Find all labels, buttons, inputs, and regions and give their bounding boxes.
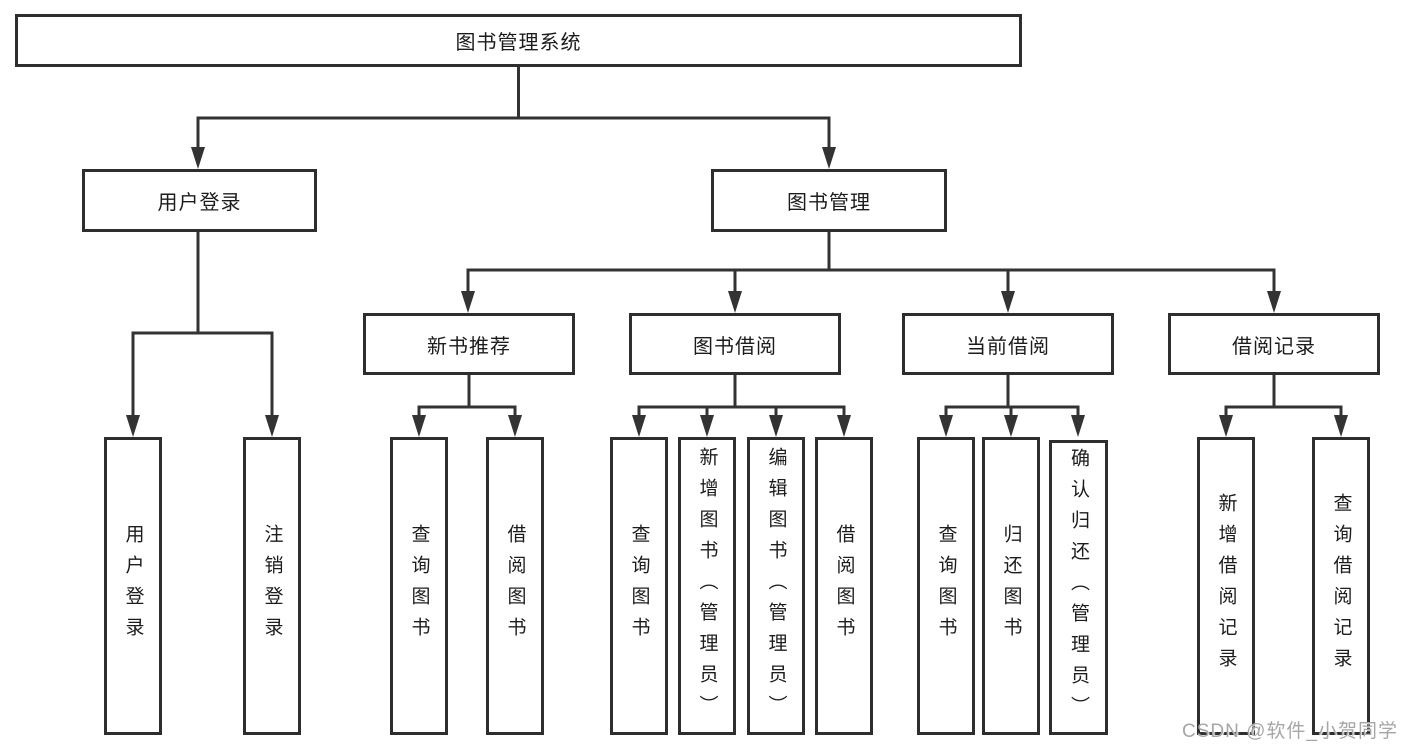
arrow-down-icon xyxy=(728,291,742,313)
node-label: 用户登录 xyxy=(157,192,242,214)
arrow-down-icon xyxy=(1001,291,1015,313)
node-label: 查询图书 xyxy=(628,524,650,648)
node-label: 新书推荐 xyxy=(427,335,511,358)
arrow-down-icon xyxy=(632,415,646,437)
node-label: 查询图书 xyxy=(408,524,430,648)
node-current-confirm-return-admin: 确认归还（管理员） xyxy=(1049,440,1108,735)
node-borrowing-borrow-books: 借阅图书 xyxy=(815,437,873,735)
node-label: 查询图书 xyxy=(935,524,957,648)
arrow-down-icon xyxy=(769,415,783,437)
node-label: 确认归还（管理员） xyxy=(1068,448,1089,727)
node-label: 图书借阅 xyxy=(693,335,777,358)
arrow-down-icon xyxy=(822,147,836,169)
node-library-management-system: 图书管理系统 xyxy=(15,14,1022,67)
node-label: 借阅图书 xyxy=(833,524,855,648)
arrow-down-icon xyxy=(412,415,426,437)
node-label: 新增借阅记录 xyxy=(1215,493,1237,679)
arrow-down-icon xyxy=(1267,291,1281,313)
arrow-down-icon xyxy=(837,415,851,437)
node-current-borrowing: 当前借阅 xyxy=(902,313,1114,375)
arrow-down-icon xyxy=(939,415,953,437)
node-label: 图书管理 xyxy=(787,192,871,214)
arrow-down-icon xyxy=(1219,415,1233,437)
arrow-down-icon xyxy=(461,291,475,313)
node-borrowing-query-books: 查询图书 xyxy=(610,437,668,735)
arrow-down-icon xyxy=(1004,415,1018,437)
node-label: 借阅图书 xyxy=(504,524,526,648)
arrow-down-icon xyxy=(1071,415,1085,437)
node-new-book-recommendation: 新书推荐 xyxy=(363,313,575,375)
node-label: 查询借阅记录 xyxy=(1330,493,1352,679)
node-book-management-branch: 图书管理 xyxy=(711,169,947,232)
node-label: 编辑图书（管理员） xyxy=(765,446,787,726)
node-records-add-record: 新增借阅记录 xyxy=(1197,437,1255,735)
arrow-down-icon xyxy=(700,415,714,437)
arrow-down-icon xyxy=(126,415,140,437)
node-label: 借阅记录 xyxy=(1232,335,1316,358)
node-borrowing-records: 借阅记录 xyxy=(1168,313,1380,375)
node-recommend-query-books: 查询图书 xyxy=(390,437,448,735)
node-label: 归还图书 xyxy=(1000,524,1022,648)
csdn-watermark: CSDN @软件_小贺同学 xyxy=(1182,721,1398,742)
node-records-query-record: 查询借阅记录 xyxy=(1312,437,1370,735)
node-label: 当前借阅 xyxy=(966,335,1050,358)
node-label: 用户登录 xyxy=(122,524,144,648)
node-current-return-books: 归还图书 xyxy=(982,437,1040,735)
node-label: 新增图书（管理员） xyxy=(696,446,718,726)
arrow-down-icon xyxy=(265,415,279,437)
node-logout: 注销登录 xyxy=(243,437,301,735)
node-borrowing-edit-books-admin: 编辑图书（管理员） xyxy=(747,437,805,735)
node-user-login-leaf: 用户登录 xyxy=(104,437,162,735)
node-user-login-branch: 用户登录 xyxy=(82,169,317,232)
arrow-down-icon xyxy=(508,415,522,437)
node-label: 图书管理系统 xyxy=(455,32,582,54)
node-recommend-borrow-books: 借阅图书 xyxy=(486,437,544,735)
node-book-borrowing: 图书借阅 xyxy=(629,313,841,375)
arrow-down-icon xyxy=(1334,415,1348,437)
arrow-down-icon xyxy=(191,147,205,169)
node-label: 注销登录 xyxy=(261,524,283,648)
node-current-query-books: 查询图书 xyxy=(917,437,975,735)
node-borrowing-add-books-admin: 新增图书（管理员） xyxy=(678,437,736,735)
